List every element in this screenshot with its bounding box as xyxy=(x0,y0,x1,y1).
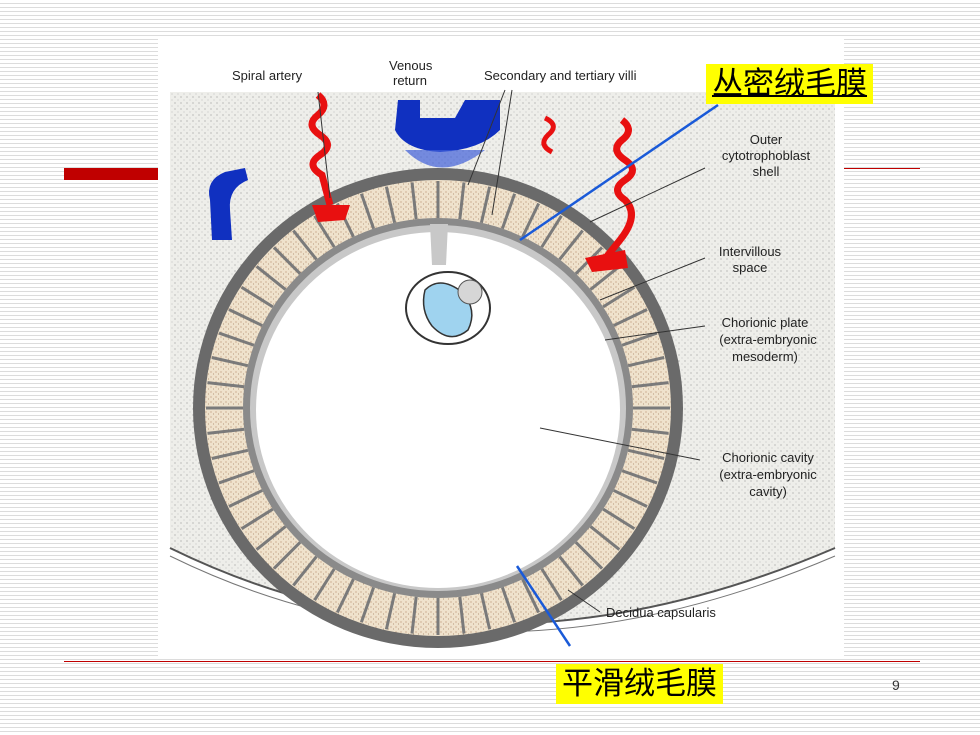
villus-stem xyxy=(627,448,665,460)
label-chorionic-cavity-2: (extra-embryonic xyxy=(719,467,817,482)
villus-stem xyxy=(384,186,397,224)
villus-stem xyxy=(272,246,302,275)
villus-stem xyxy=(410,182,418,220)
villus-stem xyxy=(558,229,584,261)
villus-stem xyxy=(613,489,648,508)
label-chorionic-cavity-3: cavity) xyxy=(749,484,787,499)
label-spiral-artery: Spiral artery xyxy=(232,68,303,83)
villus-stem xyxy=(384,592,397,630)
villus-stem xyxy=(521,202,541,238)
villus-stem xyxy=(272,541,302,570)
label-chorionic-plate-2: (extra-embryonic xyxy=(719,332,817,347)
callout-chorion-laeve: 平滑绒毛膜 xyxy=(556,664,723,704)
page-number: 9 xyxy=(892,677,900,693)
villus-stem xyxy=(558,555,584,587)
label-chorionic-plate-1: Chorionic plate xyxy=(722,315,809,330)
villus-stem xyxy=(292,555,318,587)
villus-stem xyxy=(218,331,255,347)
label-outer-1: Outer xyxy=(750,132,783,147)
villus-stem xyxy=(410,596,418,634)
villus-stem xyxy=(479,592,492,630)
villus-stem xyxy=(500,586,517,623)
label-chorionic-cavity-1: Chorionic cavity xyxy=(722,450,814,465)
villus-stem xyxy=(240,507,274,531)
villus-stem xyxy=(602,507,636,531)
villus-stem xyxy=(458,596,466,634)
villus-stem xyxy=(589,525,621,551)
villus-stem xyxy=(540,214,563,248)
villus-stem xyxy=(313,568,336,602)
callout-chorion-frondosum-text: 丛密绒毛膜 xyxy=(712,66,867,102)
spiral-artery-right xyxy=(597,117,636,268)
title-accent-bar xyxy=(64,168,168,180)
villus-stem xyxy=(292,229,318,261)
villus-stem xyxy=(228,308,263,327)
bottom-rule xyxy=(64,661,920,662)
villi xyxy=(206,181,670,635)
callout-chorion-laeve-text: 平滑绒毛膜 xyxy=(562,666,717,702)
spiral-artery-left xyxy=(308,92,334,206)
label-intervillous-2: space xyxy=(733,260,768,275)
callout-chorion-frondosum: 丛密绒毛膜 xyxy=(706,64,873,104)
villus-stem xyxy=(211,448,249,460)
villus-stem xyxy=(359,193,376,230)
villus-stem xyxy=(228,489,263,508)
villus-stem xyxy=(207,427,245,435)
label-outer-2: cytotrophoblast xyxy=(722,148,811,163)
villus-stem xyxy=(500,193,517,230)
villus-stem xyxy=(627,356,665,368)
label-decidua: Decidua capsularis xyxy=(606,605,716,620)
villus-stem xyxy=(240,285,274,309)
villus-stem xyxy=(589,265,621,291)
villus-stem xyxy=(255,265,287,291)
villus-stem xyxy=(631,427,669,435)
vein-left xyxy=(209,168,248,240)
yolk-sac xyxy=(457,279,483,305)
villus-stem xyxy=(207,381,245,389)
villus-stem xyxy=(359,586,376,623)
villus-stem xyxy=(521,578,541,614)
villus-stem xyxy=(458,182,466,220)
label-intervillous-1: Intervillous xyxy=(719,244,782,259)
villus-stem xyxy=(211,356,249,368)
label-outer-3: shell xyxy=(753,164,780,179)
villus-stem xyxy=(621,331,658,347)
villus-stem xyxy=(613,308,648,327)
villus-stem xyxy=(335,578,355,614)
label-villi: Secondary and tertiary villi xyxy=(484,68,637,83)
villus-stem xyxy=(479,186,492,224)
label-venous-return-2: return xyxy=(393,73,427,88)
venous-return xyxy=(395,100,500,152)
connecting-stalk xyxy=(430,224,448,265)
top-rule xyxy=(836,168,920,169)
label-chorionic-plate-3: mesoderm) xyxy=(732,349,798,364)
villus-stem xyxy=(631,381,669,389)
villus-stem xyxy=(602,285,636,309)
villus-stem xyxy=(255,525,287,551)
label-venous-return-1: Venous xyxy=(389,58,433,73)
laeve-pointer xyxy=(515,565,572,647)
villus-stem xyxy=(574,541,604,570)
villus-stem xyxy=(218,469,255,485)
villus-stem xyxy=(621,469,658,485)
frondosum-pointer xyxy=(519,103,719,242)
chorionic-cavity xyxy=(256,232,620,588)
villus-stem xyxy=(540,568,563,602)
